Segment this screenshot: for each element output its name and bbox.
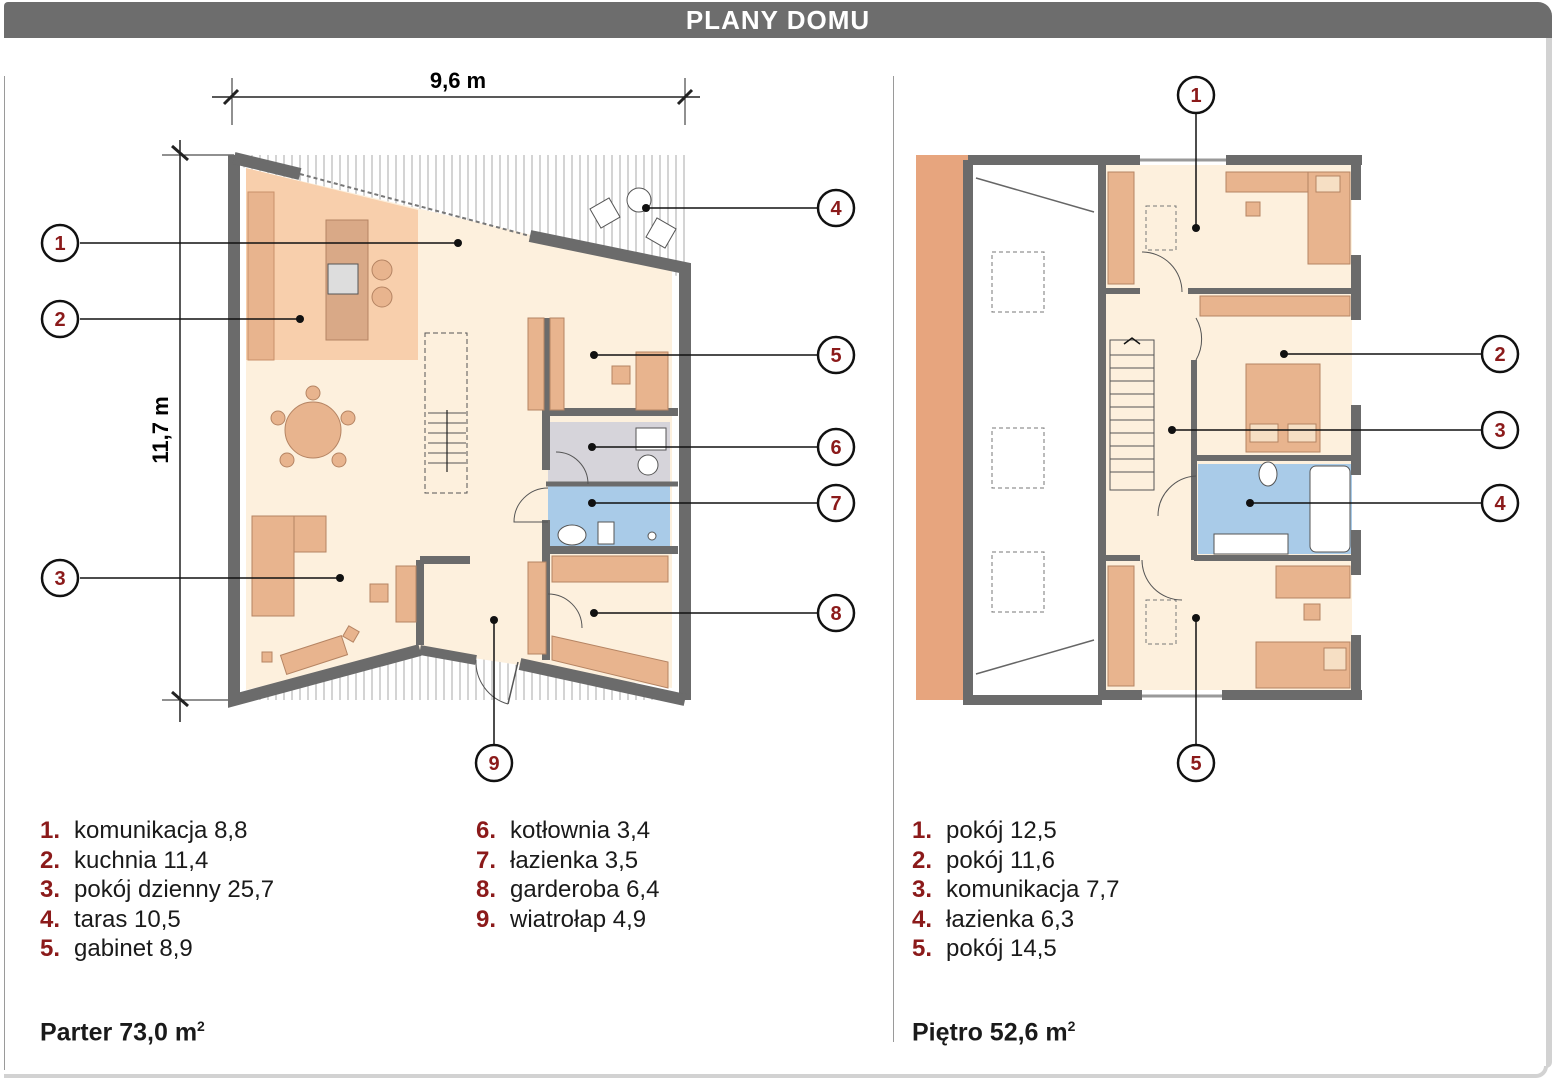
legend-item: 3.komunikacja 7,7 xyxy=(912,876,1120,904)
ground-marker-label: 7 xyxy=(830,493,841,515)
height-dimension: 11,7 m xyxy=(148,396,173,463)
upper-floor-area: Piętro 52,6 m2 xyxy=(912,1018,1076,1047)
upper-marker-3 xyxy=(1480,410,1520,450)
upper-marker-2 xyxy=(1480,334,1520,374)
legend-item: 2.pokój 11,6 xyxy=(912,846,1055,874)
ground-marker-label: 1 xyxy=(54,233,65,255)
upper-marker-1 xyxy=(1176,75,1216,115)
upper-legend: 1.pokój 12,5 2.pokój 11,6 3.komunikacja … xyxy=(912,816,1119,964)
upper-marker-label: 3 xyxy=(1494,420,1505,442)
upper-marker-4 xyxy=(1480,483,1520,523)
ground-marker-label: 5 xyxy=(830,345,841,367)
legend-item: 8.garderoba 6,4 xyxy=(476,876,660,904)
frame-bottom-border xyxy=(4,1066,1548,1078)
ground-marker-5 xyxy=(816,335,856,375)
ground-marker-8 xyxy=(816,593,856,633)
ground-marker-9 xyxy=(474,743,514,783)
ground-legend-col2: 6.kotłownia 3,4 7.łazienka 3,5 8.gardero… xyxy=(476,816,659,934)
legend-item: 1.komunikacja 8,8 xyxy=(40,817,248,844)
legend-item: 1.pokój 12,5 xyxy=(912,817,1057,844)
legend-item: 4.taras 10,5 xyxy=(40,905,181,933)
ground-marker-6 xyxy=(816,427,856,467)
title-bar: PLANY DOMU xyxy=(4,2,1552,38)
upper-marker-label: 2 xyxy=(1494,344,1505,366)
ground-marker-1 xyxy=(40,223,80,263)
ground-marker-3 xyxy=(40,558,80,598)
legend-item: 7.łazienka 3,5 xyxy=(476,846,639,874)
ground-marker-2 xyxy=(40,299,80,339)
ground-marker-label: 8 xyxy=(830,603,841,625)
ground-marker-label: 9 xyxy=(488,753,499,775)
ground-legend-col1: 1.komunikacja 8,8 2.kuchnia 11,4 3.pokój… xyxy=(40,816,274,964)
page-title: PLANY DOMU xyxy=(685,5,871,35)
upper-floor-plan: 1 2 3 4 5 xyxy=(916,75,1520,783)
upper-marker-label: 1 xyxy=(1190,85,1201,107)
ground-floor-plan: 9,6 m 11,7 m xyxy=(40,68,856,783)
legend-item: 5.pokój 14,5 xyxy=(912,935,1057,963)
legend-item: 3.pokój dzienny 25,7 xyxy=(40,876,275,904)
width-dimension: 9,6 m xyxy=(430,68,486,93)
ground-marker-label: 3 xyxy=(54,568,65,590)
ground-marker-4 xyxy=(816,188,856,228)
upper-marker-5 xyxy=(1176,743,1216,783)
upper-marker-label: 5 xyxy=(1190,753,1201,775)
legend-item: 5.gabinet 8,9 xyxy=(40,935,193,963)
ground-marker-label: 4 xyxy=(830,198,842,220)
legend-item: 4.łazienka 6,3 xyxy=(912,905,1075,933)
frame-right-border xyxy=(1546,38,1552,1068)
legend-item: 9.wiatrołap 4,9 xyxy=(476,905,647,933)
legend-item: 2.kuchnia 11,4 xyxy=(40,846,209,874)
ground-marker-label: 2 xyxy=(54,309,65,331)
legend-item: 6.kotłownia 3,4 xyxy=(476,817,651,844)
ground-marker-7 xyxy=(816,483,856,523)
upper-marker-label: 4 xyxy=(1494,493,1506,515)
ground-floor-area: Parter 73,0 m2 xyxy=(40,1018,205,1047)
frame-left-border xyxy=(4,76,5,1070)
ground-marker-label: 6 xyxy=(830,437,841,459)
panel-divider xyxy=(893,76,894,1042)
